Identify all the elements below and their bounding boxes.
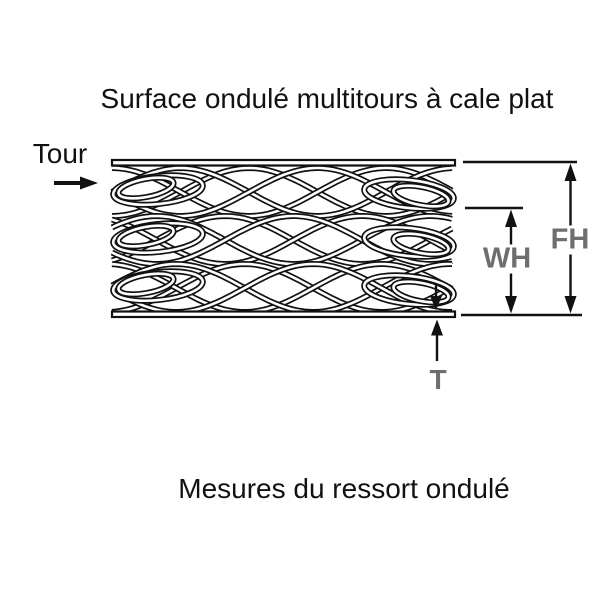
coil-end-loop (117, 176, 175, 200)
coil-wire (111, 214, 453, 266)
coil-end-loop (362, 178, 456, 210)
top-shim-bar (110, 158, 457, 167)
coil-end-loop (362, 226, 456, 258)
coil-end-loop (392, 280, 450, 304)
coil-end-loop (392, 184, 450, 208)
coil-end-loop (117, 224, 175, 248)
diagram-caption: Mesures du ressort ondulé (178, 473, 510, 504)
coil-end-loop (117, 272, 175, 296)
bottom-shim-bar (110, 310, 457, 319)
coil-end-loop (392, 232, 450, 256)
tour-arrow-icon (54, 176, 98, 190)
coil-wire (111, 262, 452, 314)
tour-label: Tour (32, 138, 88, 169)
thickness-label: T (429, 364, 447, 395)
t-dimension-arrow-icon (430, 285, 443, 361)
spring-coils (110, 164, 457, 316)
free-height-label: FH (547, 225, 593, 255)
coil-end-loop (362, 274, 456, 306)
diagram-title: Surface ondulé multitours à cale plat (100, 83, 554, 114)
work-height-label: WH (479, 244, 535, 274)
